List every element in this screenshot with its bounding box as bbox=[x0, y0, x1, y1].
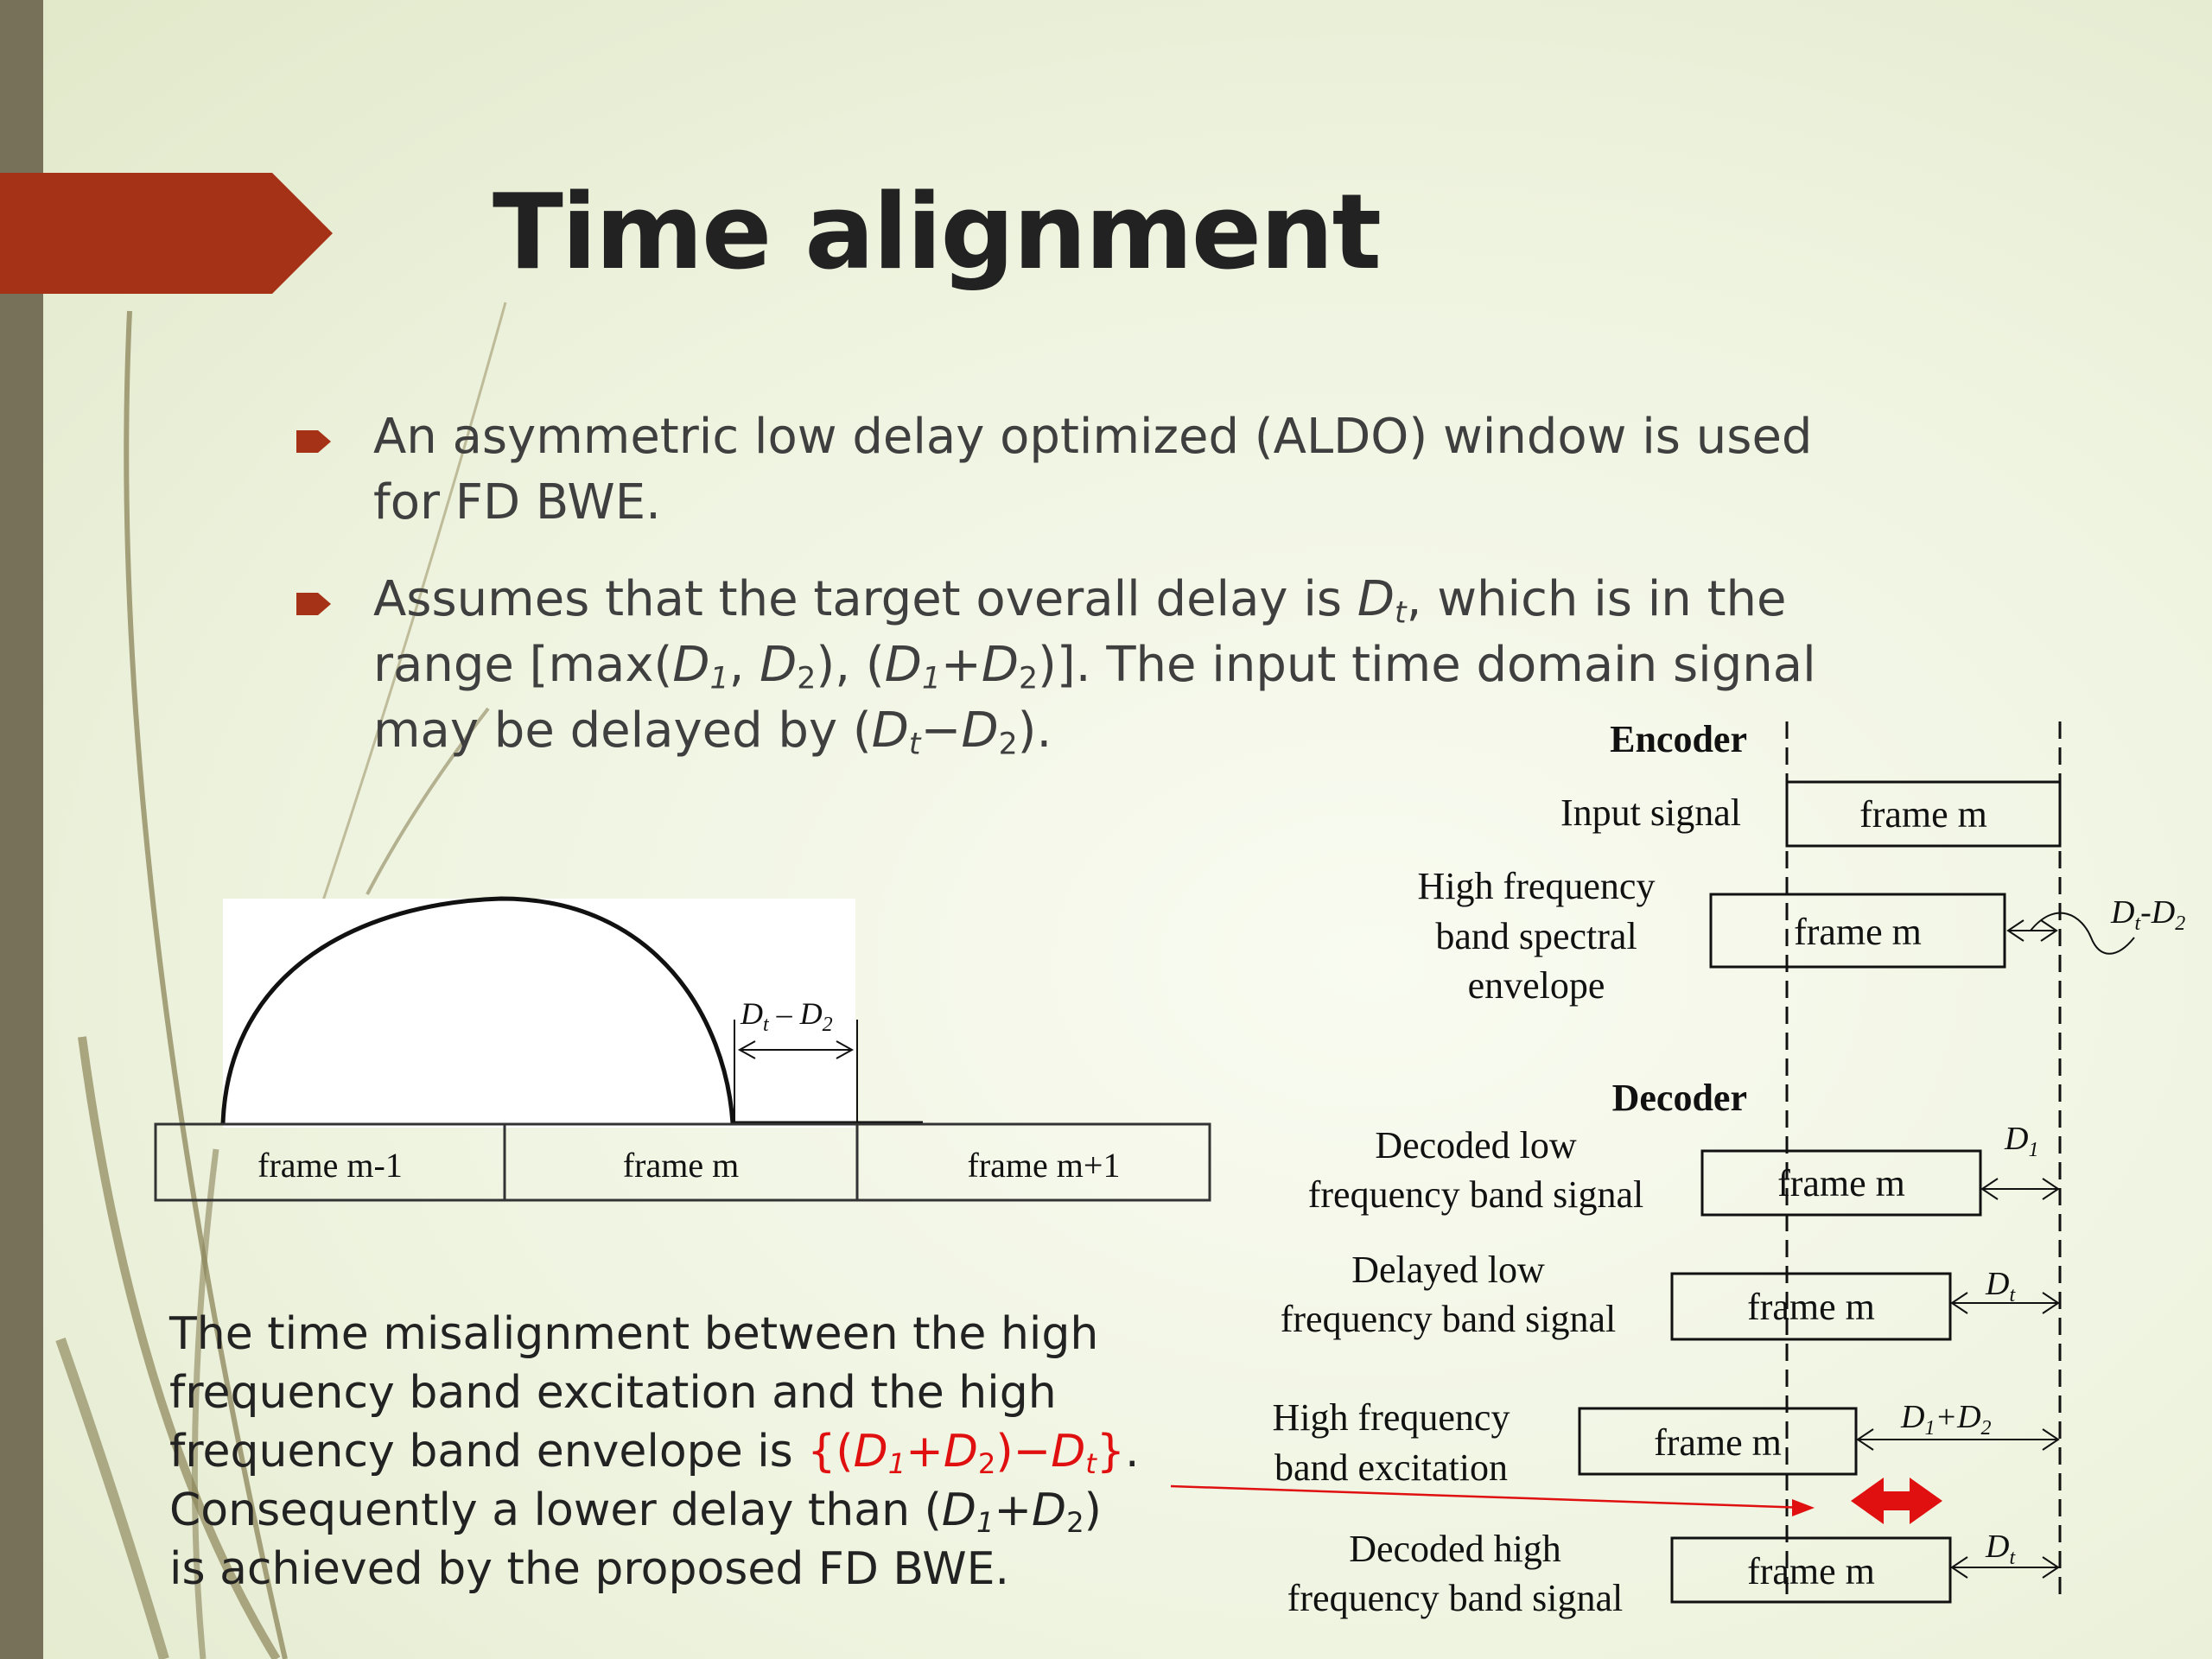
conclusion-text: The time misalignment between the high fr… bbox=[169, 1305, 1189, 1599]
decoded-low-frame-label: frame m bbox=[1777, 1162, 1905, 1205]
text-run: + bbox=[906, 1426, 944, 1478]
text-line: is achieved by the proposed FD BWE. bbox=[169, 1540, 1189, 1599]
delayed-low-frame-label: frame m bbox=[1747, 1286, 1875, 1328]
text-line: frequency band envelope is {(D1+D2)−Dt}. bbox=[169, 1422, 1189, 1481]
encoder-heading: Encoder bbox=[1610, 718, 1747, 760]
text-run: ) bbox=[1084, 1484, 1102, 1536]
text-line: Consequently a lower delay than (D1+D2) bbox=[169, 1481, 1189, 1540]
text-run: + bbox=[994, 1484, 1032, 1536]
decoded-high-label-2: frequency band signal bbox=[1287, 1577, 1624, 1619]
hf-envelope-label-3: envelope bbox=[1468, 964, 1605, 1007]
text-run: D bbox=[854, 1426, 888, 1478]
subscript: 2 bbox=[1066, 1506, 1084, 1539]
subscript: t bbox=[1085, 1447, 1096, 1480]
subscript: 2 bbox=[978, 1447, 996, 1480]
text-run: {( bbox=[807, 1426, 853, 1478]
text-run: frequency band envelope is bbox=[169, 1426, 807, 1478]
decoder-heading: Decoder bbox=[1612, 1077, 1747, 1119]
subscript: 1 bbox=[888, 1447, 906, 1480]
text-line: The time misalignment between the high bbox=[169, 1305, 1189, 1363]
red-pointer-line bbox=[1171, 1486, 1806, 1508]
delayed-low-delay-label: Dt bbox=[1985, 1266, 2016, 1306]
text-run: The time misalignment between the high bbox=[169, 1308, 1098, 1360]
hf-excitation-frame-label: frame m bbox=[1654, 1421, 1782, 1464]
text-run: D bbox=[942, 1484, 976, 1536]
text-run: )− bbox=[995, 1426, 1051, 1478]
text-run: . bbox=[1125, 1426, 1140, 1478]
text-run: frequency band excitation and the high bbox=[169, 1367, 1057, 1419]
hf-envelope-delay-label: Dt-D2 bbox=[2110, 894, 2185, 935]
text-run: D bbox=[1051, 1426, 1085, 1478]
text-run: D bbox=[1032, 1484, 1066, 1536]
text-line: frequency band excitation and the high bbox=[169, 1363, 1189, 1422]
decoded-high-frame-label: frame m bbox=[1747, 1550, 1875, 1592]
hf-excitation-delay-label: D1+D2 bbox=[1900, 1399, 1992, 1440]
decoded-low-label-2: frequency band signal bbox=[1308, 1173, 1644, 1216]
decoded-low-delay-label: D1 bbox=[2004, 1121, 2038, 1161]
subscript: 1 bbox=[976, 1506, 995, 1539]
text-run: is achieved by the proposed FD BWE. bbox=[169, 1543, 1009, 1595]
input-signal-frame-label: frame m bbox=[1859, 793, 1987, 836]
hf-excitation-label-1: High frequency bbox=[1273, 1396, 1510, 1439]
red-double-arrow-icon bbox=[1851, 1478, 1942, 1524]
decoded-high-delay-label: Dt bbox=[1985, 1529, 2016, 1569]
decoded-high-label-1: Decoded high bbox=[1349, 1528, 1561, 1570]
input-signal-label: Input signal bbox=[1560, 791, 1741, 834]
hf-envelope-frame-label: frame m bbox=[1794, 911, 1922, 953]
delayed-low-label-2: frequency band signal bbox=[1281, 1298, 1617, 1340]
delayed-low-label-1: Delayed low bbox=[1351, 1249, 1545, 1291]
text-run: Consequently a lower delay than ( bbox=[169, 1484, 942, 1536]
hf-envelope-label-1: High frequency bbox=[1418, 865, 1656, 907]
decoded-low-label-1: Decoded low bbox=[1375, 1124, 1577, 1166]
text-run: D bbox=[944, 1426, 978, 1478]
hf-envelope-label-2: band spectral bbox=[1435, 915, 1637, 957]
text-run: } bbox=[1096, 1426, 1125, 1478]
hf-excitation-label-2: band excitation bbox=[1274, 1446, 1508, 1489]
